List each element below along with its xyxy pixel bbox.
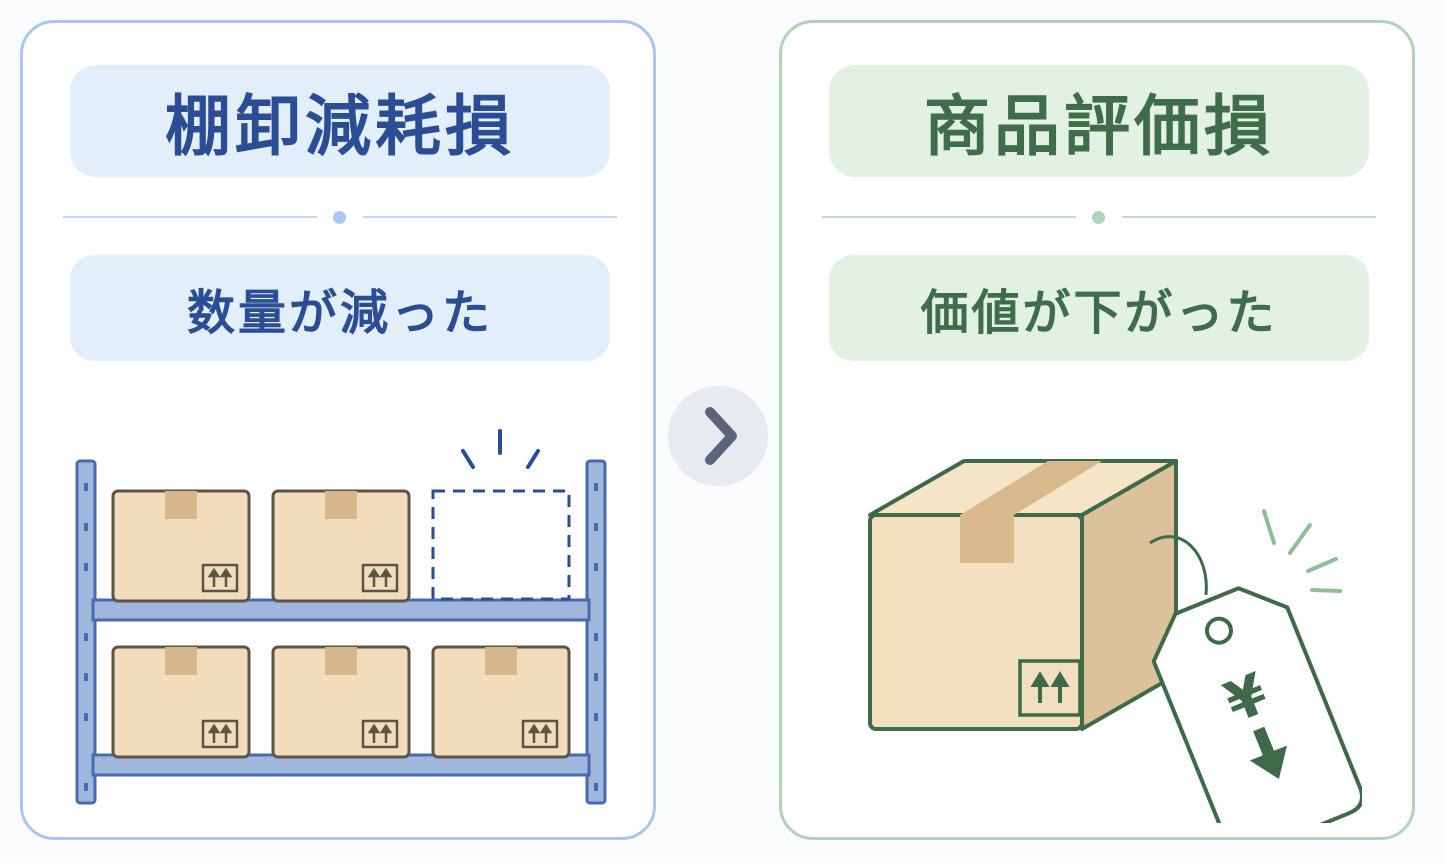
cardboard-box-icon [271, 489, 411, 603]
divider-line [63, 216, 317, 218]
sparkle-icon [461, 429, 540, 469]
cardboard-box-icon [431, 645, 571, 759]
divider-line [363, 216, 617, 218]
cardboard-box-icon [868, 459, 1178, 731]
inventory-shrinkage-title: 棚卸減耗損 [70, 65, 610, 177]
divider-dot [1092, 211, 1105, 224]
shelf-board-upper [91, 598, 591, 622]
quantity-decreased-label: 数量が減った [70, 255, 610, 361]
right-divider [822, 211, 1376, 224]
shelf-post-right [585, 459, 607, 805]
missing-box-outline [431, 489, 571, 601]
sparkle-icon [1262, 509, 1342, 593]
product-valuation-loss-title: 商品評価損 [829, 65, 1369, 177]
price-tag-icon: ¥ [1151, 586, 1362, 823]
chevron-right-icon [705, 407, 737, 465]
shelf-post-left [75, 459, 97, 805]
inventory-shrinkage-panel: 棚卸減耗損 数量が減った [20, 20, 656, 840]
next-arrow-button [668, 386, 768, 486]
storage-shelf-icon [75, 429, 607, 805]
cardboard-box-icon [111, 489, 251, 603]
divider-dot [333, 211, 346, 224]
product-valuation-loss-panel: 商品評価損 価値が下がった ¥ [779, 20, 1415, 840]
tag-string [1149, 535, 1208, 596]
divider-line [822, 216, 1076, 218]
arrow-down-icon [1249, 726, 1287, 780]
price-drop-illustration: ¥ [868, 459, 1362, 823]
cardboard-box-icon [271, 645, 411, 759]
divider-line [1122, 216, 1376, 218]
cardboard-box-icon [111, 645, 251, 759]
value-decreased-label: 価値が下がった [829, 255, 1369, 361]
left-divider [63, 211, 617, 224]
